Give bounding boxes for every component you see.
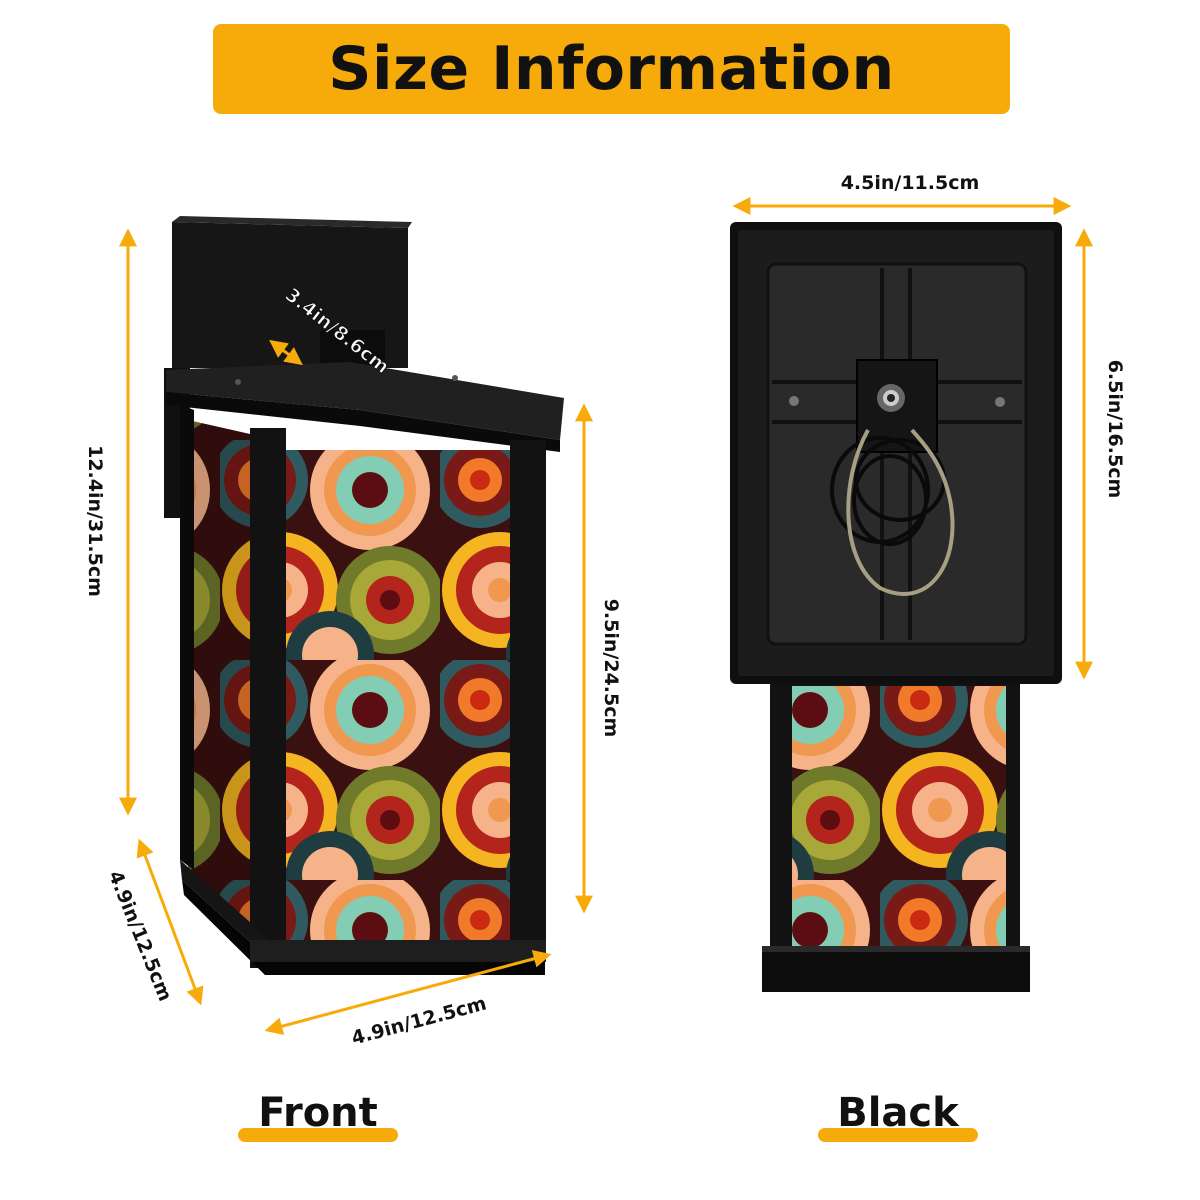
back-plate-width-label: 4.5in/11.5cm bbox=[840, 172, 980, 194]
lantern-back-illustration bbox=[730, 222, 1062, 992]
back-plate-height-label: 6.5in/16.5cm bbox=[1104, 359, 1126, 499]
page-title: Size Information bbox=[328, 34, 895, 104]
front-caption-underline bbox=[238, 1128, 398, 1142]
front-panel-height-label: 9.5in/24.5cm bbox=[600, 598, 622, 738]
back-caption-underline bbox=[818, 1128, 978, 1142]
back-caption: Black bbox=[837, 1090, 959, 1136]
lantern-front-illustration bbox=[164, 216, 564, 975]
title-banner: Size Information bbox=[213, 24, 1010, 114]
front-caption: Front bbox=[258, 1090, 378, 1136]
front-total-height-label: 12.4in/31.5cm bbox=[84, 445, 106, 597]
